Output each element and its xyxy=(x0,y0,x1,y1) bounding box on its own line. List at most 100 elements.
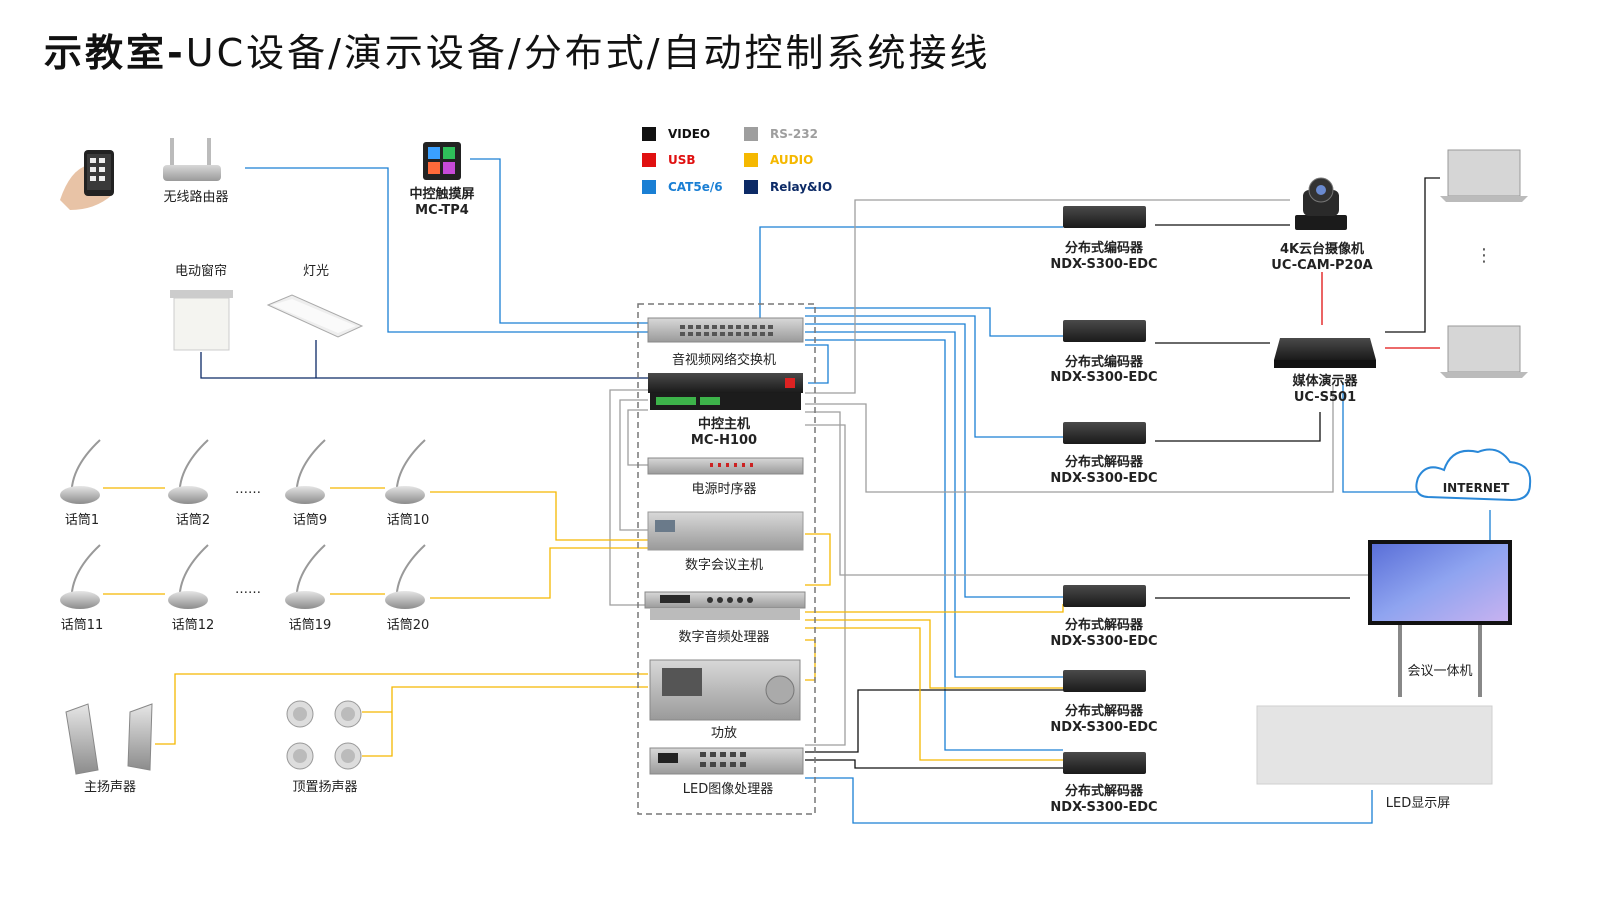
wire-dsp-dec3 xyxy=(805,619,1063,689)
legend-swatch-audio xyxy=(744,153,758,167)
light-icon xyxy=(266,294,364,338)
mic-icons xyxy=(60,439,426,609)
legend-label-video: VIDEO xyxy=(668,127,711,141)
conference-host-icon xyxy=(647,511,804,551)
light-label: 灯光 xyxy=(302,264,330,279)
amp-label: 功放 xyxy=(710,726,738,741)
amplifier-icon xyxy=(649,659,801,721)
rack-frame xyxy=(637,303,816,815)
mic-12-icon xyxy=(168,544,209,609)
decoder2-name: 分布式解码器 xyxy=(1064,618,1144,633)
wire-host-presenter xyxy=(805,382,1334,493)
wire-host-camera xyxy=(805,199,1290,394)
meeting-screen-label: 会议一体机 xyxy=(1407,664,1473,679)
host-model: MC-H100 xyxy=(690,433,758,448)
camera-name: 4K云台摄像机 xyxy=(1279,242,1365,257)
decoder4-model: NDX-S300-EDC xyxy=(1050,800,1158,815)
legend-label-cat: CAT5e/6 xyxy=(668,180,723,194)
control-host-icon xyxy=(648,373,803,410)
mic-10-icon xyxy=(385,439,426,504)
ceiling-speaker-icon xyxy=(286,700,362,770)
wire-mic10-conf xyxy=(430,491,648,541)
wire-led-dec3 xyxy=(805,689,1063,753)
decoder4-name: 分布式解码器 xyxy=(1064,784,1144,799)
mic-label-19: 话筒19 xyxy=(288,618,332,633)
mic-1-icon xyxy=(60,439,101,504)
wire-router-switch xyxy=(245,167,648,333)
encoder1-box xyxy=(1063,206,1146,228)
mic-20-icon xyxy=(385,544,426,609)
switch-icon xyxy=(647,317,804,343)
wire-dec1-presenter xyxy=(1155,412,1321,442)
wire-switch-enc2 xyxy=(805,307,1063,337)
wire-curtain-host xyxy=(200,352,648,379)
mic-ellipsis-bottom: …… xyxy=(235,582,261,597)
encoder1-name: 分布式编码器 xyxy=(1064,241,1144,256)
wire-switch-dec1 xyxy=(805,315,1063,438)
router-icon xyxy=(163,138,221,181)
legend-swatch-cat xyxy=(642,180,656,194)
mic-ellipsis-top: …… xyxy=(235,482,261,497)
decoder3-box xyxy=(1063,670,1146,692)
mic-11-icon xyxy=(60,544,101,609)
phone-icon xyxy=(60,150,114,210)
laptop-vertical-dots: ⋮ xyxy=(1475,245,1493,266)
page-title: 示教室-UC设备/演示设备/分布式/自动控制系统接线 xyxy=(44,31,991,75)
conference-host-label: 数字会议主机 xyxy=(684,558,764,573)
decoder4-box xyxy=(1063,752,1146,774)
legend-label-audio: AUDIO xyxy=(770,153,814,167)
wire-amp-speaker xyxy=(155,673,648,745)
presenter-icon xyxy=(1274,338,1376,368)
wire-host-conf xyxy=(619,399,648,531)
mic-19-icon xyxy=(285,544,326,609)
mic-label-1: 话筒1 xyxy=(64,513,100,528)
internet-cloud-icon xyxy=(1415,448,1532,502)
wire-switch-dec3 xyxy=(805,331,1063,678)
led-screen-icon xyxy=(1256,705,1493,785)
host-name: 中控主机 xyxy=(697,417,751,432)
encoder2-name: 分布式编码器 xyxy=(1064,355,1144,370)
mic-2-icon xyxy=(168,439,209,504)
legend-swatch-rs232 xyxy=(744,127,758,141)
legend-swatch-usb xyxy=(642,153,656,167)
decoder2-box xyxy=(1063,585,1146,607)
main-speaker-icon xyxy=(65,703,153,775)
wire-dsp-dec2 xyxy=(805,604,1064,613)
decoder3-name: 分布式解码器 xyxy=(1064,704,1144,719)
curtain-label: 电动窗帘 xyxy=(174,264,228,279)
legend-label-rs232: RS-232 xyxy=(770,127,818,141)
dsp-icon xyxy=(644,591,806,620)
decoder1-box xyxy=(1063,422,1146,444)
encoder2-box xyxy=(1063,320,1146,342)
wire-led-dec4 xyxy=(805,759,1063,769)
wire-dsp-dec4 xyxy=(805,627,1063,761)
wire-dsp-amp xyxy=(805,639,816,681)
wire-mic20-conf xyxy=(430,547,648,599)
encoder2-model: NDX-S300-EDC xyxy=(1050,370,1158,385)
presenter-name: 媒体演示器 xyxy=(1292,374,1358,389)
laptop-1-icon xyxy=(1440,149,1528,202)
wires xyxy=(103,158,1491,824)
mic-label-20: 话筒20 xyxy=(386,618,430,633)
camera-model: UC-CAM-P20A xyxy=(1271,258,1373,273)
led-processor-icon xyxy=(649,747,804,775)
meeting-screen-icon xyxy=(1368,540,1512,697)
decoder1-name: 分布式解码器 xyxy=(1064,455,1144,470)
wire-host-led xyxy=(805,424,846,746)
wire-amp-ceiling xyxy=(362,686,648,757)
legend-label-usb: USB xyxy=(668,153,696,167)
dsp-label: 数字音频处理器 xyxy=(678,630,770,645)
wire-host-dsp xyxy=(609,389,648,606)
decoder2-model: NDX-S300-EDC xyxy=(1050,634,1158,649)
main-speaker-label: 主扬声器 xyxy=(83,780,137,795)
legend-swatch-relay xyxy=(744,180,758,194)
presenter-model: UC-S501 xyxy=(1293,390,1357,405)
codec-boxes xyxy=(1063,206,1146,774)
legend-label-relay: Relay&IO xyxy=(770,180,833,194)
internet-label: INTERNET xyxy=(1442,481,1510,495)
wire-encoder1-switch xyxy=(759,226,1063,320)
ceiling-speaker-label: 顶置扬声器 xyxy=(292,780,358,795)
wire-switch-dec4 xyxy=(805,339,1063,751)
decoder3-model: NDX-S300-EDC xyxy=(1050,720,1158,735)
